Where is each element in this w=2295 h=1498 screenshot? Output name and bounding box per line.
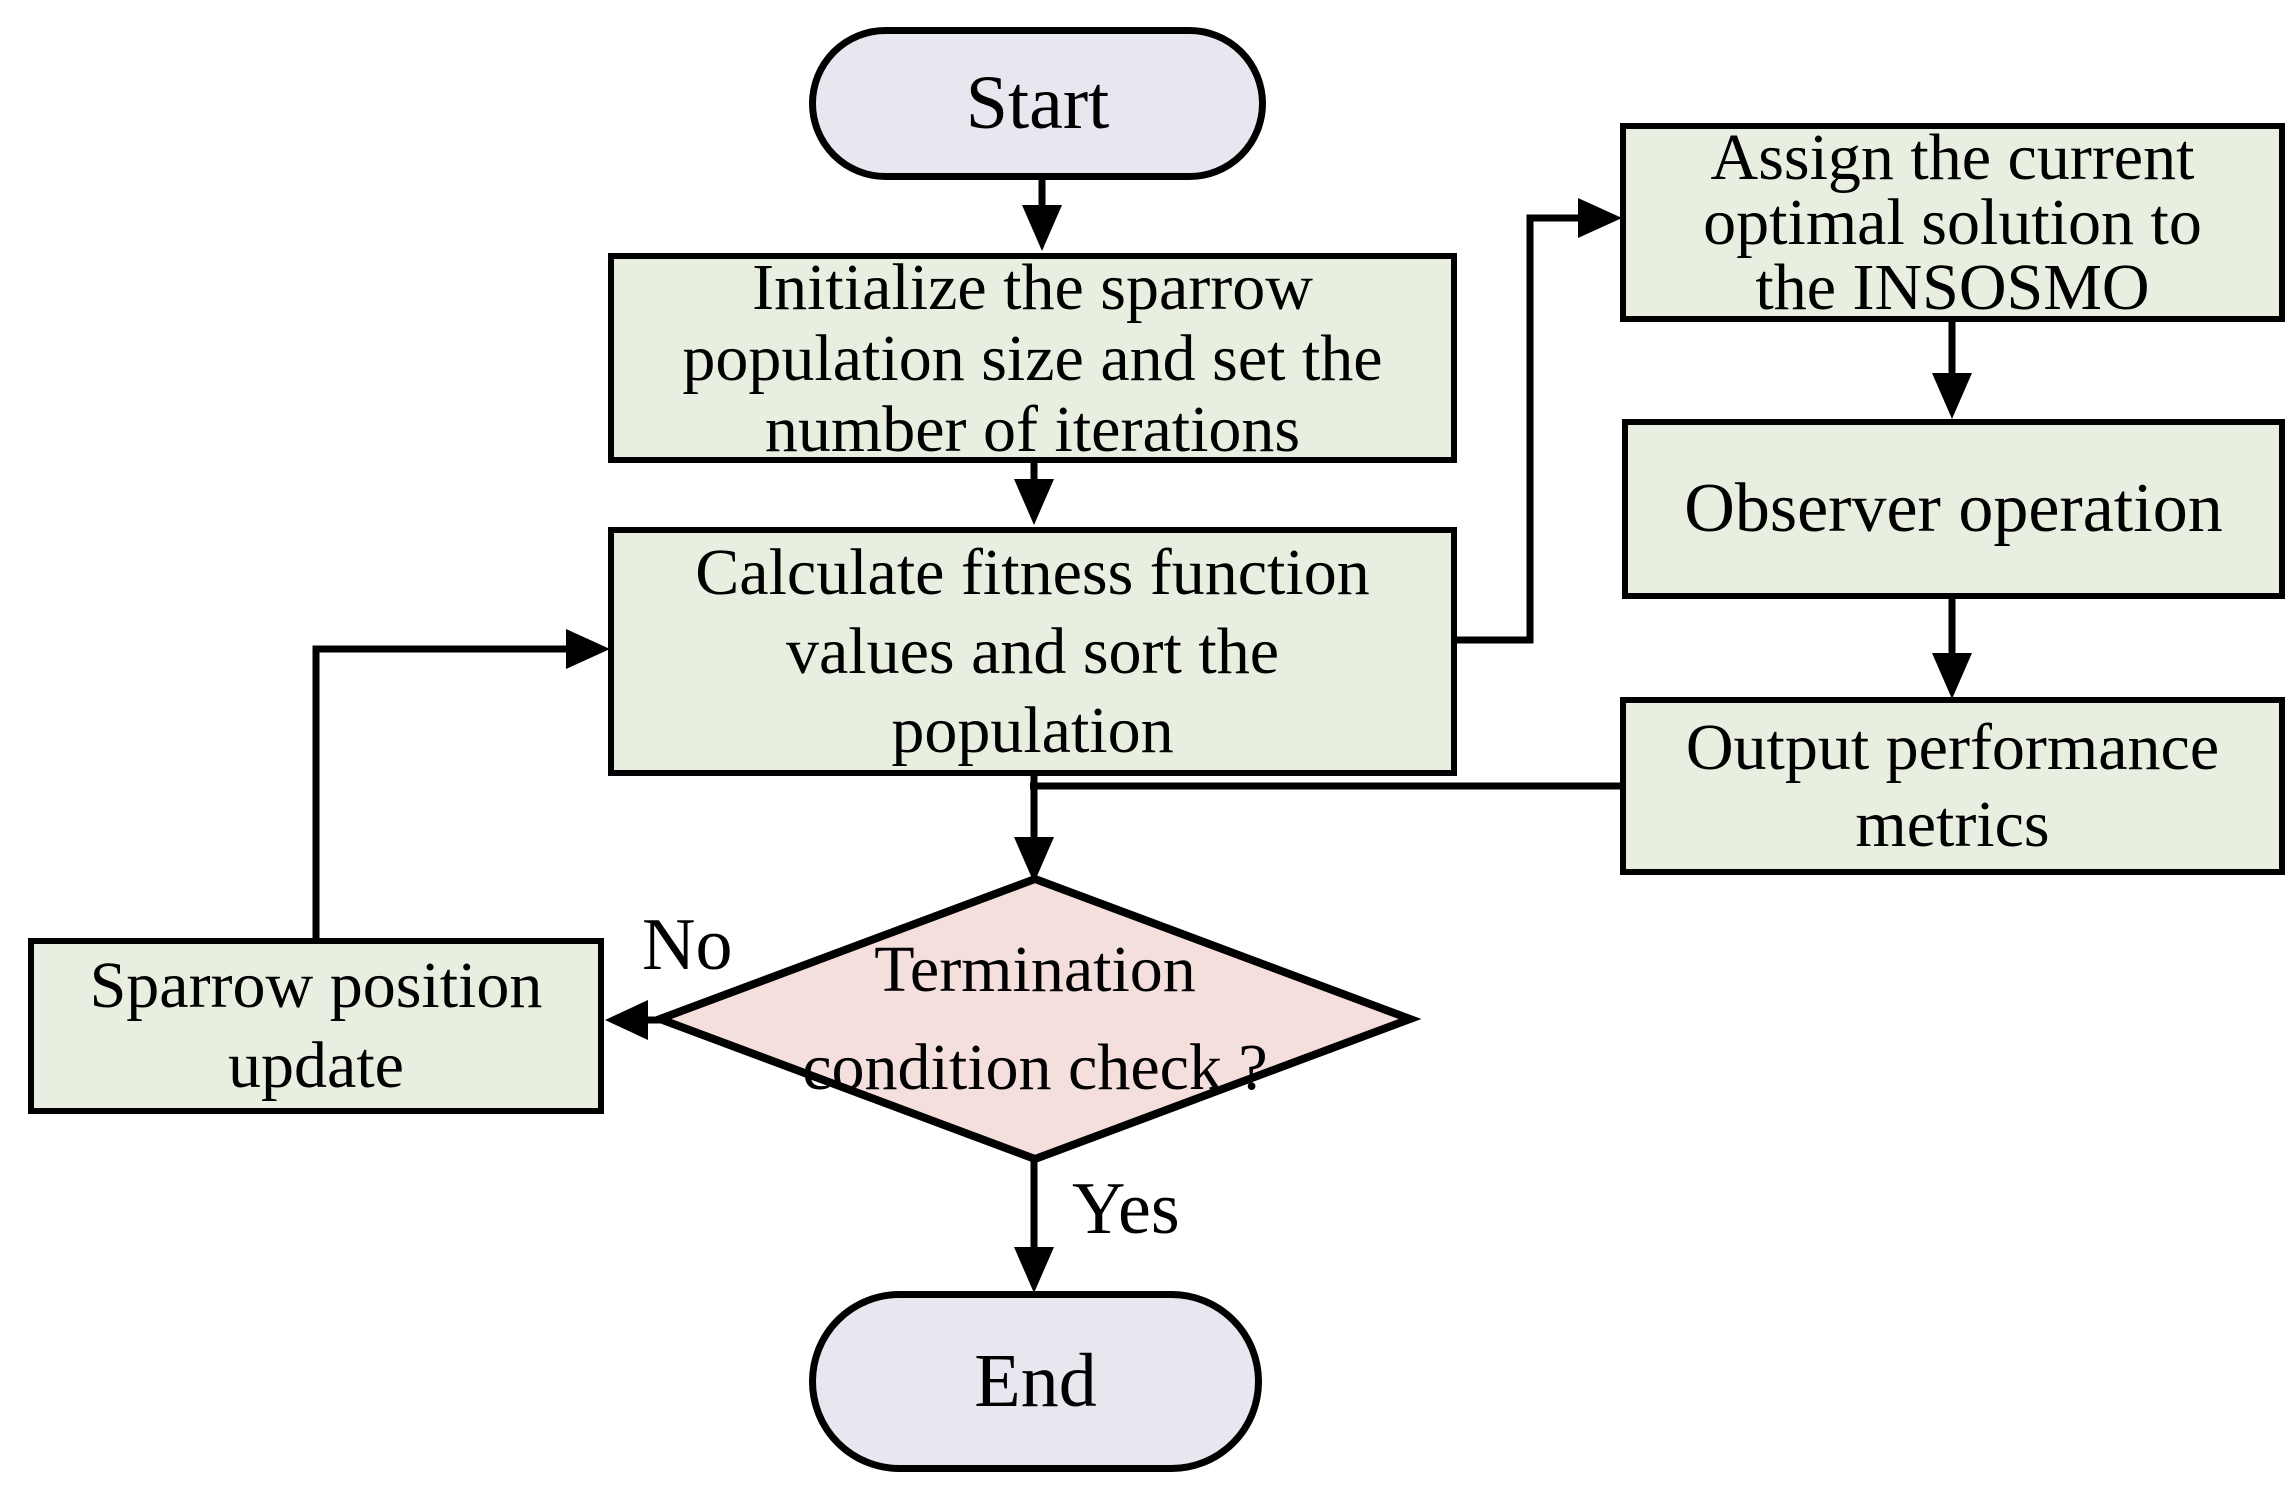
edge-calculate-to-assign <box>1457 214 1580 644</box>
arrowhead-into-assign <box>1578 198 1622 238</box>
node-end: End <box>809 1291 1262 1472</box>
arrowhead-into-calculate-left <box>566 629 610 669</box>
label-yes: Yes <box>1072 1168 1180 1250</box>
node-calculate-line-1: Calculate fitness function <box>695 536 1370 609</box>
node-assign-line-2: optimal solution to <box>1703 186 2202 259</box>
node-assign: Assign the current optimal solution to t… <box>1620 123 2285 322</box>
node-decision-line-2: condition check ? <box>802 1031 1268 1104</box>
arrowhead-into-decision <box>1014 837 1054 883</box>
node-output-line-2: metrics <box>1855 788 2050 861</box>
node-output: Output performance metrics <box>1620 697 2285 875</box>
node-start: Start <box>809 27 1266 180</box>
node-sparrow-line-2: update <box>228 1029 404 1102</box>
node-observer: Observer operation <box>1622 419 2285 599</box>
node-initialize-line-2: population size and set the <box>682 321 1383 395</box>
arrowhead-into-output <box>1932 653 1972 699</box>
arrowhead-into-initialize <box>1022 205 1062 251</box>
arrowhead-into-end <box>1014 1247 1054 1293</box>
arrowhead-into-observer <box>1932 373 1972 419</box>
node-sparrow-line-1: Sparrow position <box>89 949 543 1022</box>
decision-diamond-shape <box>648 874 1422 1164</box>
node-calculate-line-3: population <box>891 694 1174 767</box>
node-decision-label: Termination condition check ? <box>665 916 1405 1122</box>
node-initialize-line-1: Initialize the sparrow <box>752 250 1313 324</box>
arrowhead-into-calculate <box>1014 479 1054 525</box>
arrowhead-into-sparrow <box>605 1000 648 1040</box>
node-sparrow-update: Sparrow position update <box>28 938 604 1114</box>
node-assign-line-3: the INSOSMO <box>1755 251 2150 324</box>
node-observer-label: Observer operation <box>1684 470 2223 547</box>
node-start-label: Start <box>965 61 1110 145</box>
node-output-line-1: Output performance <box>1685 711 2220 784</box>
node-end-label: End <box>974 1339 1097 1423</box>
node-assign-line-1: Assign the current <box>1710 121 2195 194</box>
label-no: No <box>642 904 733 986</box>
node-calculate-line-2: values and sort the <box>785 615 1280 688</box>
node-initialize-line-3: number of iterations <box>764 392 1301 466</box>
edge-sparrow-to-calculate <box>312 645 566 940</box>
node-initialize: Initialize the sparrow population size a… <box>608 250 1457 466</box>
node-decision-line-1: Termination <box>874 933 1196 1006</box>
node-calculate: Calculate fitness function values and so… <box>608 527 1457 776</box>
